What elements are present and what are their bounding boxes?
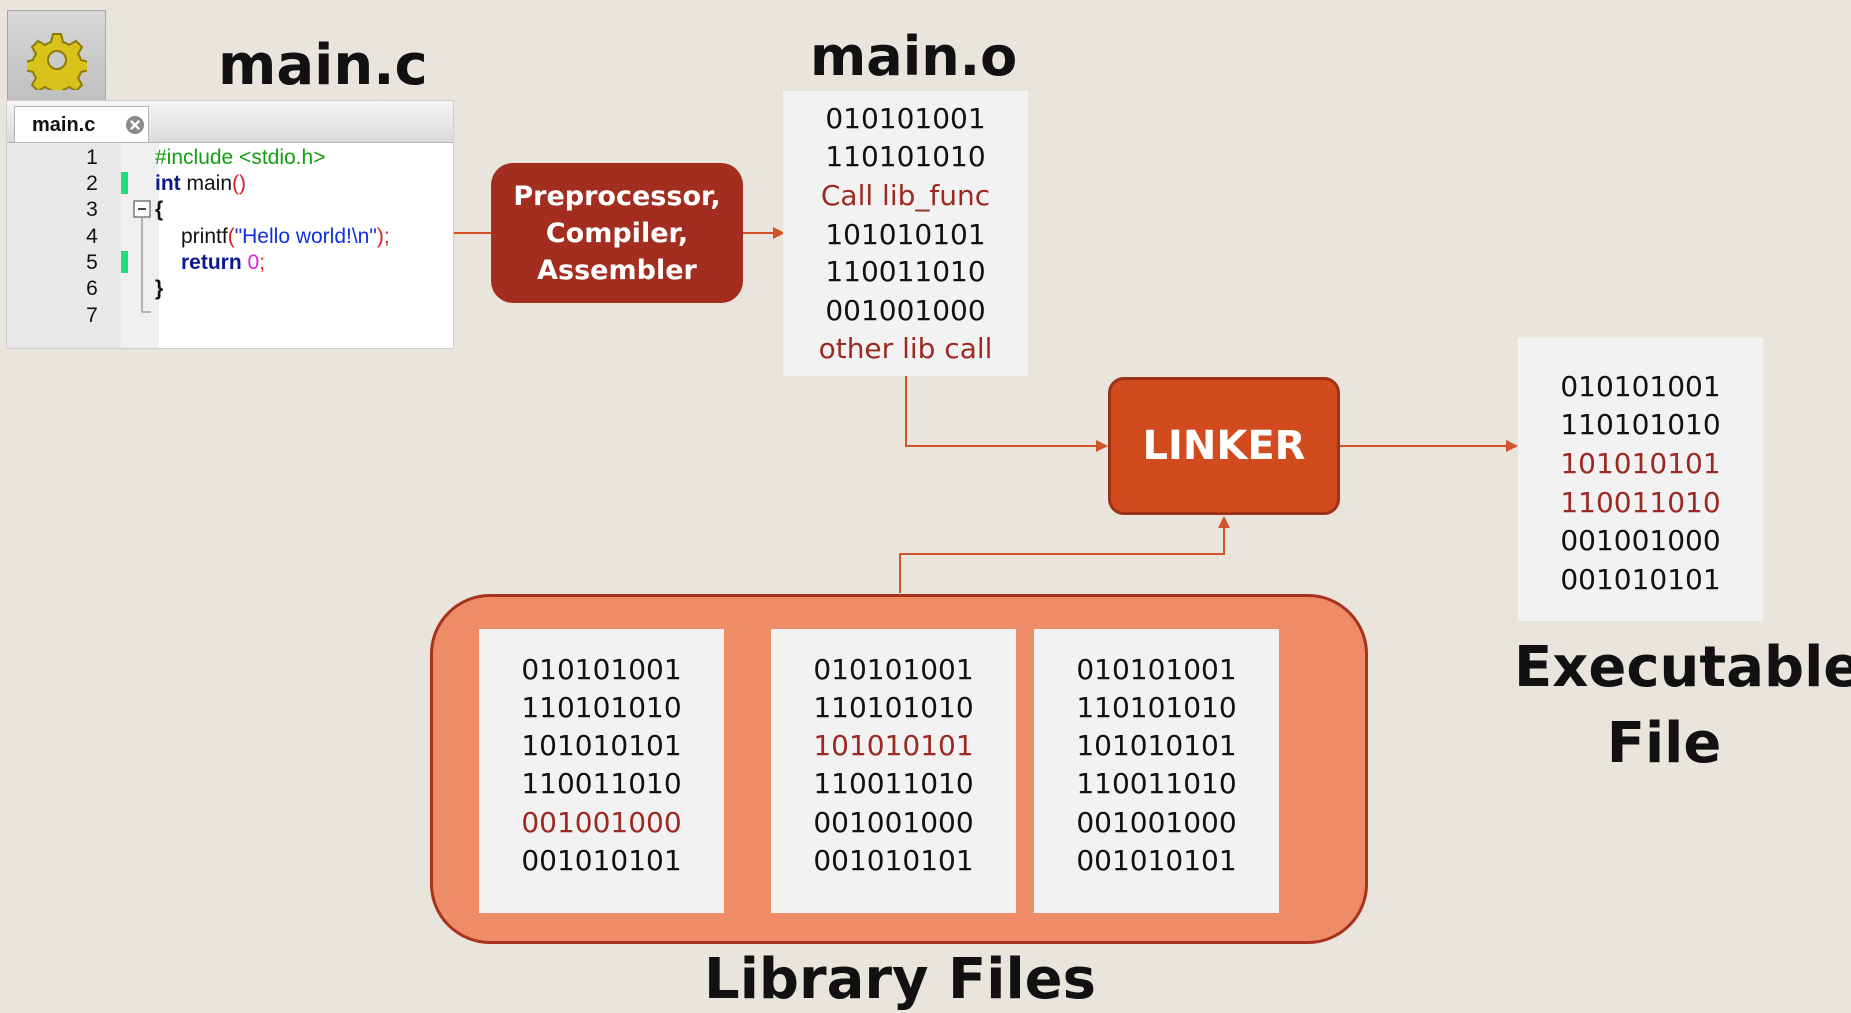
line-number: 6 [86,277,98,300]
code-paren-close: ); [376,225,390,248]
arrow-library-to-linker [899,516,1230,593]
code-semicolon: ; [259,251,266,274]
editor-tab-bar: main.c [7,101,453,143]
library-files-heading: Library Files [704,947,1096,1012]
library-line: 001010101 [1076,844,1237,877]
editor-tab-main-c[interactable]: main.c [14,106,149,142]
line-number: 1 [86,146,98,169]
executable-line: 110011010 [1560,486,1721,519]
library-line: 001001000 [521,806,682,839]
object-line: 010101001 [825,102,986,135]
code-string: "Hello world!\n" [234,225,377,248]
code-line-3: { [155,198,164,221]
object-line: 110101010 [825,140,986,173]
line-number-gutter [7,143,121,348]
executable-line: 110101010 [1560,408,1721,441]
library-line: 101010101 [813,729,974,762]
code-paren-open: ( [227,225,235,248]
linker-label: LINKER [1142,423,1306,469]
code-line-2: int main() [155,172,246,196]
code-identifier: main [180,172,233,195]
library-line: 001001000 [1076,806,1237,839]
library-file-box: 010101001 110101010 101010101 110011010 0010… [1034,629,1279,913]
arrow-object-to-linker [905,376,1108,452]
line-number: 2 [86,172,98,195]
executable-file-box: 010101001 110101010 101010101 110011010 … [1518,338,1763,621]
object-file-box: 010101001 110101010 Call lib_func 101010… [783,91,1028,376]
object-line: 101010101 [825,218,986,251]
code-line-1: #include <stdio.h> [155,146,326,169]
linker-box: LINKER [1108,377,1340,515]
library-line: 110101010 [521,691,682,724]
library-line: 010101001 [521,653,682,686]
library-line: 110011010 [813,767,974,800]
source-file-heading: main.c [218,33,428,98]
library-line: 010101001 [813,653,974,686]
line-number: 7 [86,304,98,327]
executable-line: 001001000 [1560,524,1721,557]
executable-heading-line2: File [1606,711,1722,776]
library-file-box: 010101001 110101010 101010101 110011010 0010… [479,629,724,913]
line-number: 5 [86,251,98,274]
object-line: 001001000 [825,294,986,327]
executable-line: 001010101 [1560,563,1721,596]
library-line: 010101001 [1076,653,1237,686]
executable-heading-line1: Executable [1514,635,1851,700]
line-number: 4 [86,225,98,248]
object-line: Call lib_func [820,179,991,212]
code-editor: main.c 1 2 3 4 5 6 7 #include <stdio.h> … [7,101,453,348]
library-line: 101010101 [521,729,682,762]
code-function: printf [181,225,228,248]
fold-toggle-icon[interactable] [133,200,153,318]
object-line: 110011010 [825,255,986,288]
executable-line: 101010101 [1560,447,1721,480]
library-file-box: 010101001 110101010 101010101 110011010 0010… [771,629,1016,913]
code-line-6: } [155,277,164,300]
preprocessor-compiler-assembler-box: Preprocessor, Compiler, Assembler [491,163,743,303]
library-line: 001010101 [521,844,682,877]
close-tab-icon[interactable] [125,115,145,135]
code-line-4: printf("Hello world!\n"); [181,225,390,249]
code-parens: () [232,172,247,195]
library-line: 110011010 [521,767,682,800]
object-file-heading: main.o [810,25,1018,88]
library-line: 101010101 [1076,729,1237,762]
library-line: 110101010 [813,691,974,724]
object-line: other lib call [818,332,993,365]
change-marker [121,251,128,273]
processor-label-line: Compiler, [545,217,689,249]
library-line: 001010101 [813,844,974,877]
code-number: 0 [247,251,260,274]
code-keyword: int [155,172,181,195]
line-number: 3 [86,198,98,221]
editor-tab-label: main.c [32,114,96,136]
library-line: 001001000 [813,806,974,839]
library-line: 110011010 [1076,767,1237,800]
code-keyword: return [181,251,242,274]
executable-line: 010101001 [1560,370,1721,403]
change-marker [121,172,128,194]
code-line-5: return 0; [181,251,265,275]
library-line: 110101010 [1076,691,1237,724]
processor-label-line: Preprocessor, [513,180,721,212]
gear-icon [26,33,87,90]
processor-label-line: Assembler [537,254,697,286]
gear-icon-tile[interactable] [7,10,106,110]
